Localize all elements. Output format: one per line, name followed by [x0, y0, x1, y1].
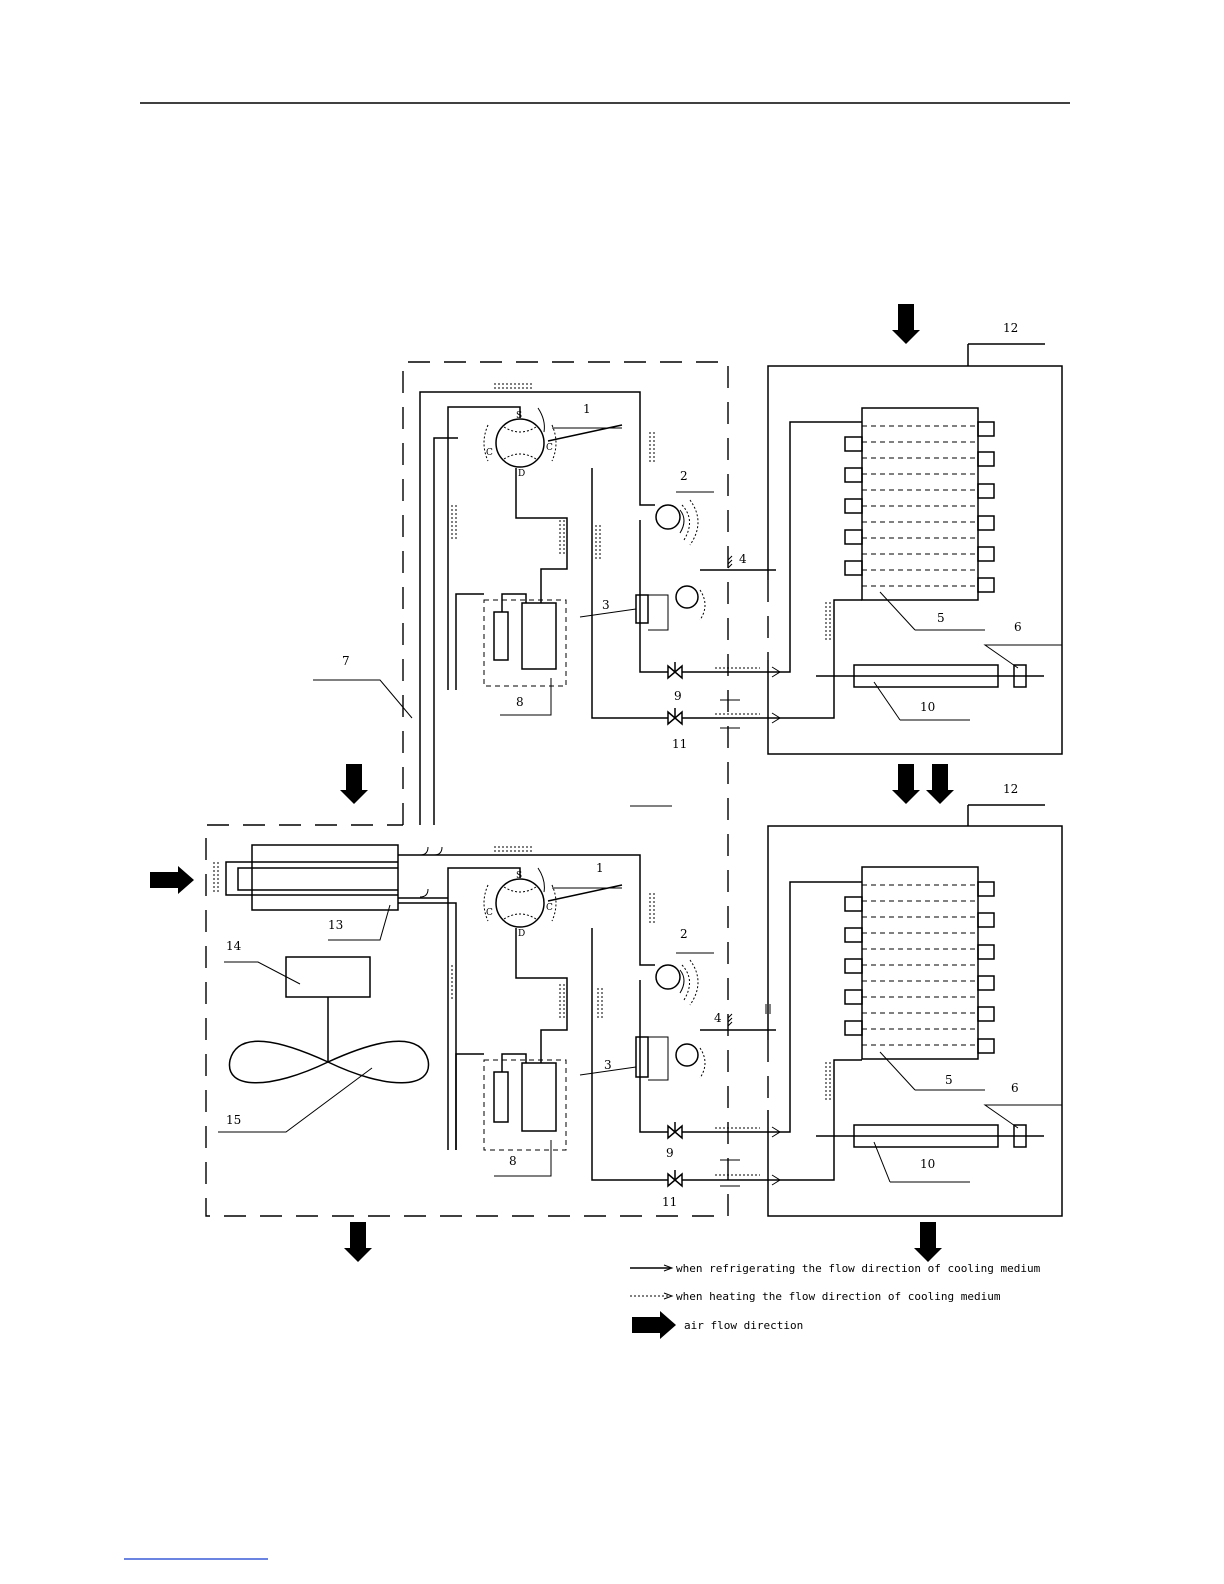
upper-port-d: D [518, 469, 525, 479]
legend-item-dotted [630, 1293, 672, 1299]
lower-accumulator-label: 8 [509, 1154, 517, 1168]
airflow-arrow-icon [892, 764, 920, 804]
lower-indoor-unit-label: 12 [1003, 782, 1018, 796]
fan-motor-label: 14 [226, 939, 242, 953]
lower-valve-a-label: 9 [666, 1146, 674, 1160]
outdoor-casing [206, 362, 728, 1216]
lower-valve-b-label: 11 [662, 1195, 677, 1209]
upper-indoor-unit [768, 344, 1062, 754]
upper-port-c-left: C [486, 448, 493, 458]
legend [630, 1265, 676, 1339]
lower-heater-label: 10 [920, 1157, 935, 1171]
upper-port-s: S [516, 411, 522, 421]
legend-text-airflow: air flow direction [684, 1319, 803, 1332]
lower-port-d: D [518, 929, 525, 939]
lower-drain-label: 6 [1011, 1081, 1019, 1095]
legend-air-arrow-icon [632, 1311, 676, 1339]
upper-indoor-unit-label: 12 [1003, 321, 1018, 335]
lower-capillary-label: 4 [714, 1011, 722, 1025]
upper-heater-label: 10 [920, 700, 935, 714]
airflow-arrow-icon [150, 866, 194, 894]
condenser-label: 13 [328, 918, 343, 932]
outdoor-unit [214, 680, 672, 1150]
upper-drain-label: 6 [1014, 620, 1022, 634]
lower-circuit [398, 847, 1062, 1186]
upper-sensor-label: 3 [602, 598, 610, 612]
lower-port-c-left: C [486, 908, 493, 918]
lower-port-s: S [516, 871, 522, 881]
upper-circuit [420, 384, 1062, 825]
lower-port-c-right: C [546, 903, 553, 913]
airflow-arrow-icon [926, 764, 954, 804]
upper-port-c-right: C [546, 443, 553, 453]
upper-reversing-valve-label: 1 [583, 402, 591, 416]
lower-compressor-label: 2 [680, 927, 688, 941]
upper-compressor-label: 2 [680, 469, 688, 483]
airflow-arrow-icon [344, 1222, 372, 1262]
legend-item-solid [630, 1265, 672, 1271]
upper-accumulator-label: 8 [516, 695, 524, 709]
upper-evaporator-label: 5 [937, 611, 945, 625]
outdoor-casing-label: 7 [342, 654, 350, 668]
lower-evaporator-label: 5 [945, 1073, 953, 1087]
upper-capillary-label: 4 [739, 552, 747, 566]
airflow-arrow-icon [340, 764, 368, 804]
airflow-arrow-icon [892, 304, 920, 344]
airflow-arrow-icon [914, 1222, 942, 1262]
legend-text-heating: when heating the flow direction of cooli… [676, 1290, 1001, 1303]
lower-sensor-label: 3 [604, 1058, 612, 1072]
upper-valve-b-label: 11 [672, 737, 687, 751]
legend-text-refrigerating: when refrigerating the flow direction of… [676, 1262, 1041, 1275]
fan-label: 15 [226, 1113, 241, 1127]
lower-reversing-valve-label: 1 [596, 861, 604, 875]
upper-valve-a-label: 9 [674, 689, 682, 703]
